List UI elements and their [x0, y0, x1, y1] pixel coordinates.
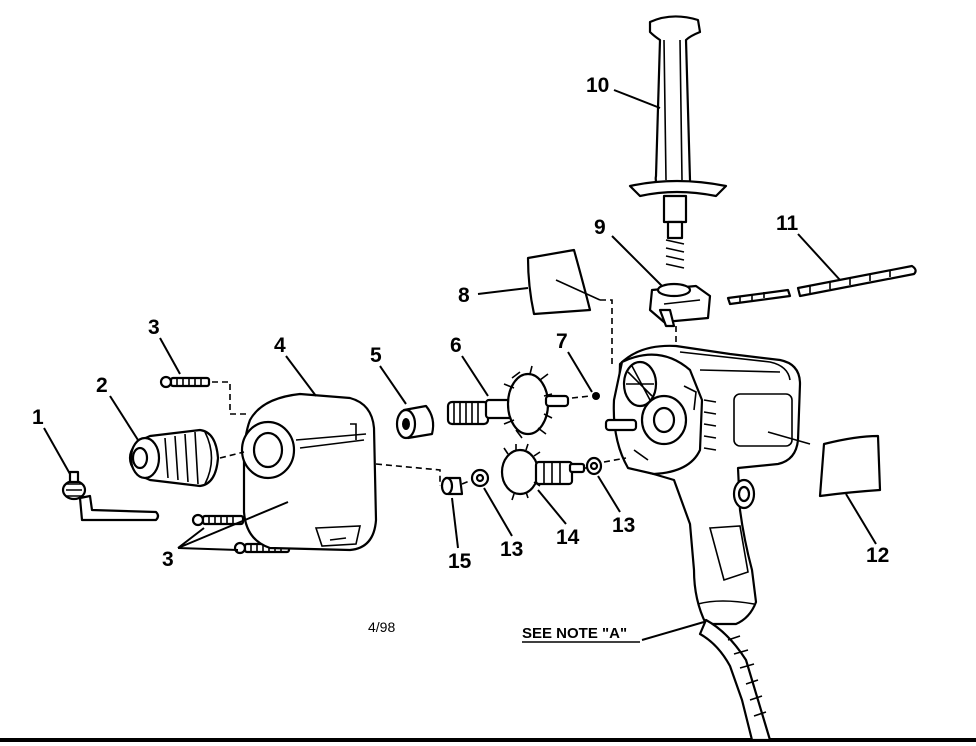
leader-15: [451, 497, 459, 549]
callout-2: 2: [96, 374, 108, 397]
intermediate-gear: [500, 443, 586, 501]
chuck-key: [61, 470, 160, 522]
bearing-sleeve: [395, 404, 435, 440]
gear-case: [240, 392, 378, 552]
leader-14: [537, 489, 567, 525]
leader-7: [567, 351, 593, 393]
leader-13-left: [483, 487, 513, 537]
leader-note: [641, 621, 705, 641]
washer-right: [585, 456, 603, 476]
revision-date: 4/98: [368, 619, 395, 635]
screw-left: [191, 513, 245, 527]
leader-4: [285, 355, 317, 397]
callout-3-top: 3: [148, 316, 160, 339]
bushing-path: [375, 463, 441, 486]
screw-path-top: [212, 381, 250, 415]
leader-10: [613, 89, 661, 109]
washer-left: [470, 468, 490, 488]
leader-8: [477, 287, 529, 295]
ball-bearing: [592, 392, 600, 400]
leader-5: [379, 365, 407, 405]
leader-6: [461, 355, 489, 397]
callout-11: 11: [776, 212, 799, 235]
leader-13-right: [597, 475, 621, 513]
ball-path: [571, 395, 591, 399]
callout-14: 14: [556, 526, 580, 549]
leader-9: [611, 235, 663, 287]
bushing: [440, 476, 464, 496]
power-cord: [698, 618, 772, 742]
callout-9: 9: [594, 216, 606, 239]
gear-path-right: [603, 457, 627, 463]
leader-12: [845, 493, 877, 545]
washer-path-left: [461, 479, 473, 485]
callout-8: 8: [458, 284, 470, 307]
handle-clamp: [648, 282, 712, 346]
spindle-gear: [446, 365, 570, 439]
nameplate-label-top: [526, 248, 613, 368]
callout-1: 1: [32, 406, 44, 429]
callout-5: 5: [370, 344, 382, 367]
chuck-path: [219, 451, 245, 459]
auxiliary-rod: [726, 264, 917, 306]
callout-7: 7: [556, 330, 568, 353]
callout-3-bottom: 3: [162, 548, 174, 571]
callout-4: 4: [274, 334, 286, 357]
callout-13-right: 13: [612, 514, 635, 537]
screw-top: [159, 375, 211, 389]
callout-6: 6: [450, 334, 462, 357]
callout-13-left: 13: [500, 538, 523, 561]
leader-3-group: [177, 501, 289, 551]
callout-15: 15: [448, 550, 472, 573]
leader-11: [797, 233, 841, 281]
side-handle: [628, 15, 728, 269]
leader-1: [43, 427, 71, 475]
nameplate-label-side: [767, 431, 882, 498]
see-note-label: SEE NOTE "A": [522, 625, 627, 642]
leader-2: [109, 395, 139, 441]
motor-end-bell: [604, 353, 704, 476]
chuck: [128, 428, 220, 488]
callout-12: 12: [866, 544, 889, 567]
leader-3-top: [159, 337, 181, 375]
callout-10: 10: [586, 74, 609, 97]
